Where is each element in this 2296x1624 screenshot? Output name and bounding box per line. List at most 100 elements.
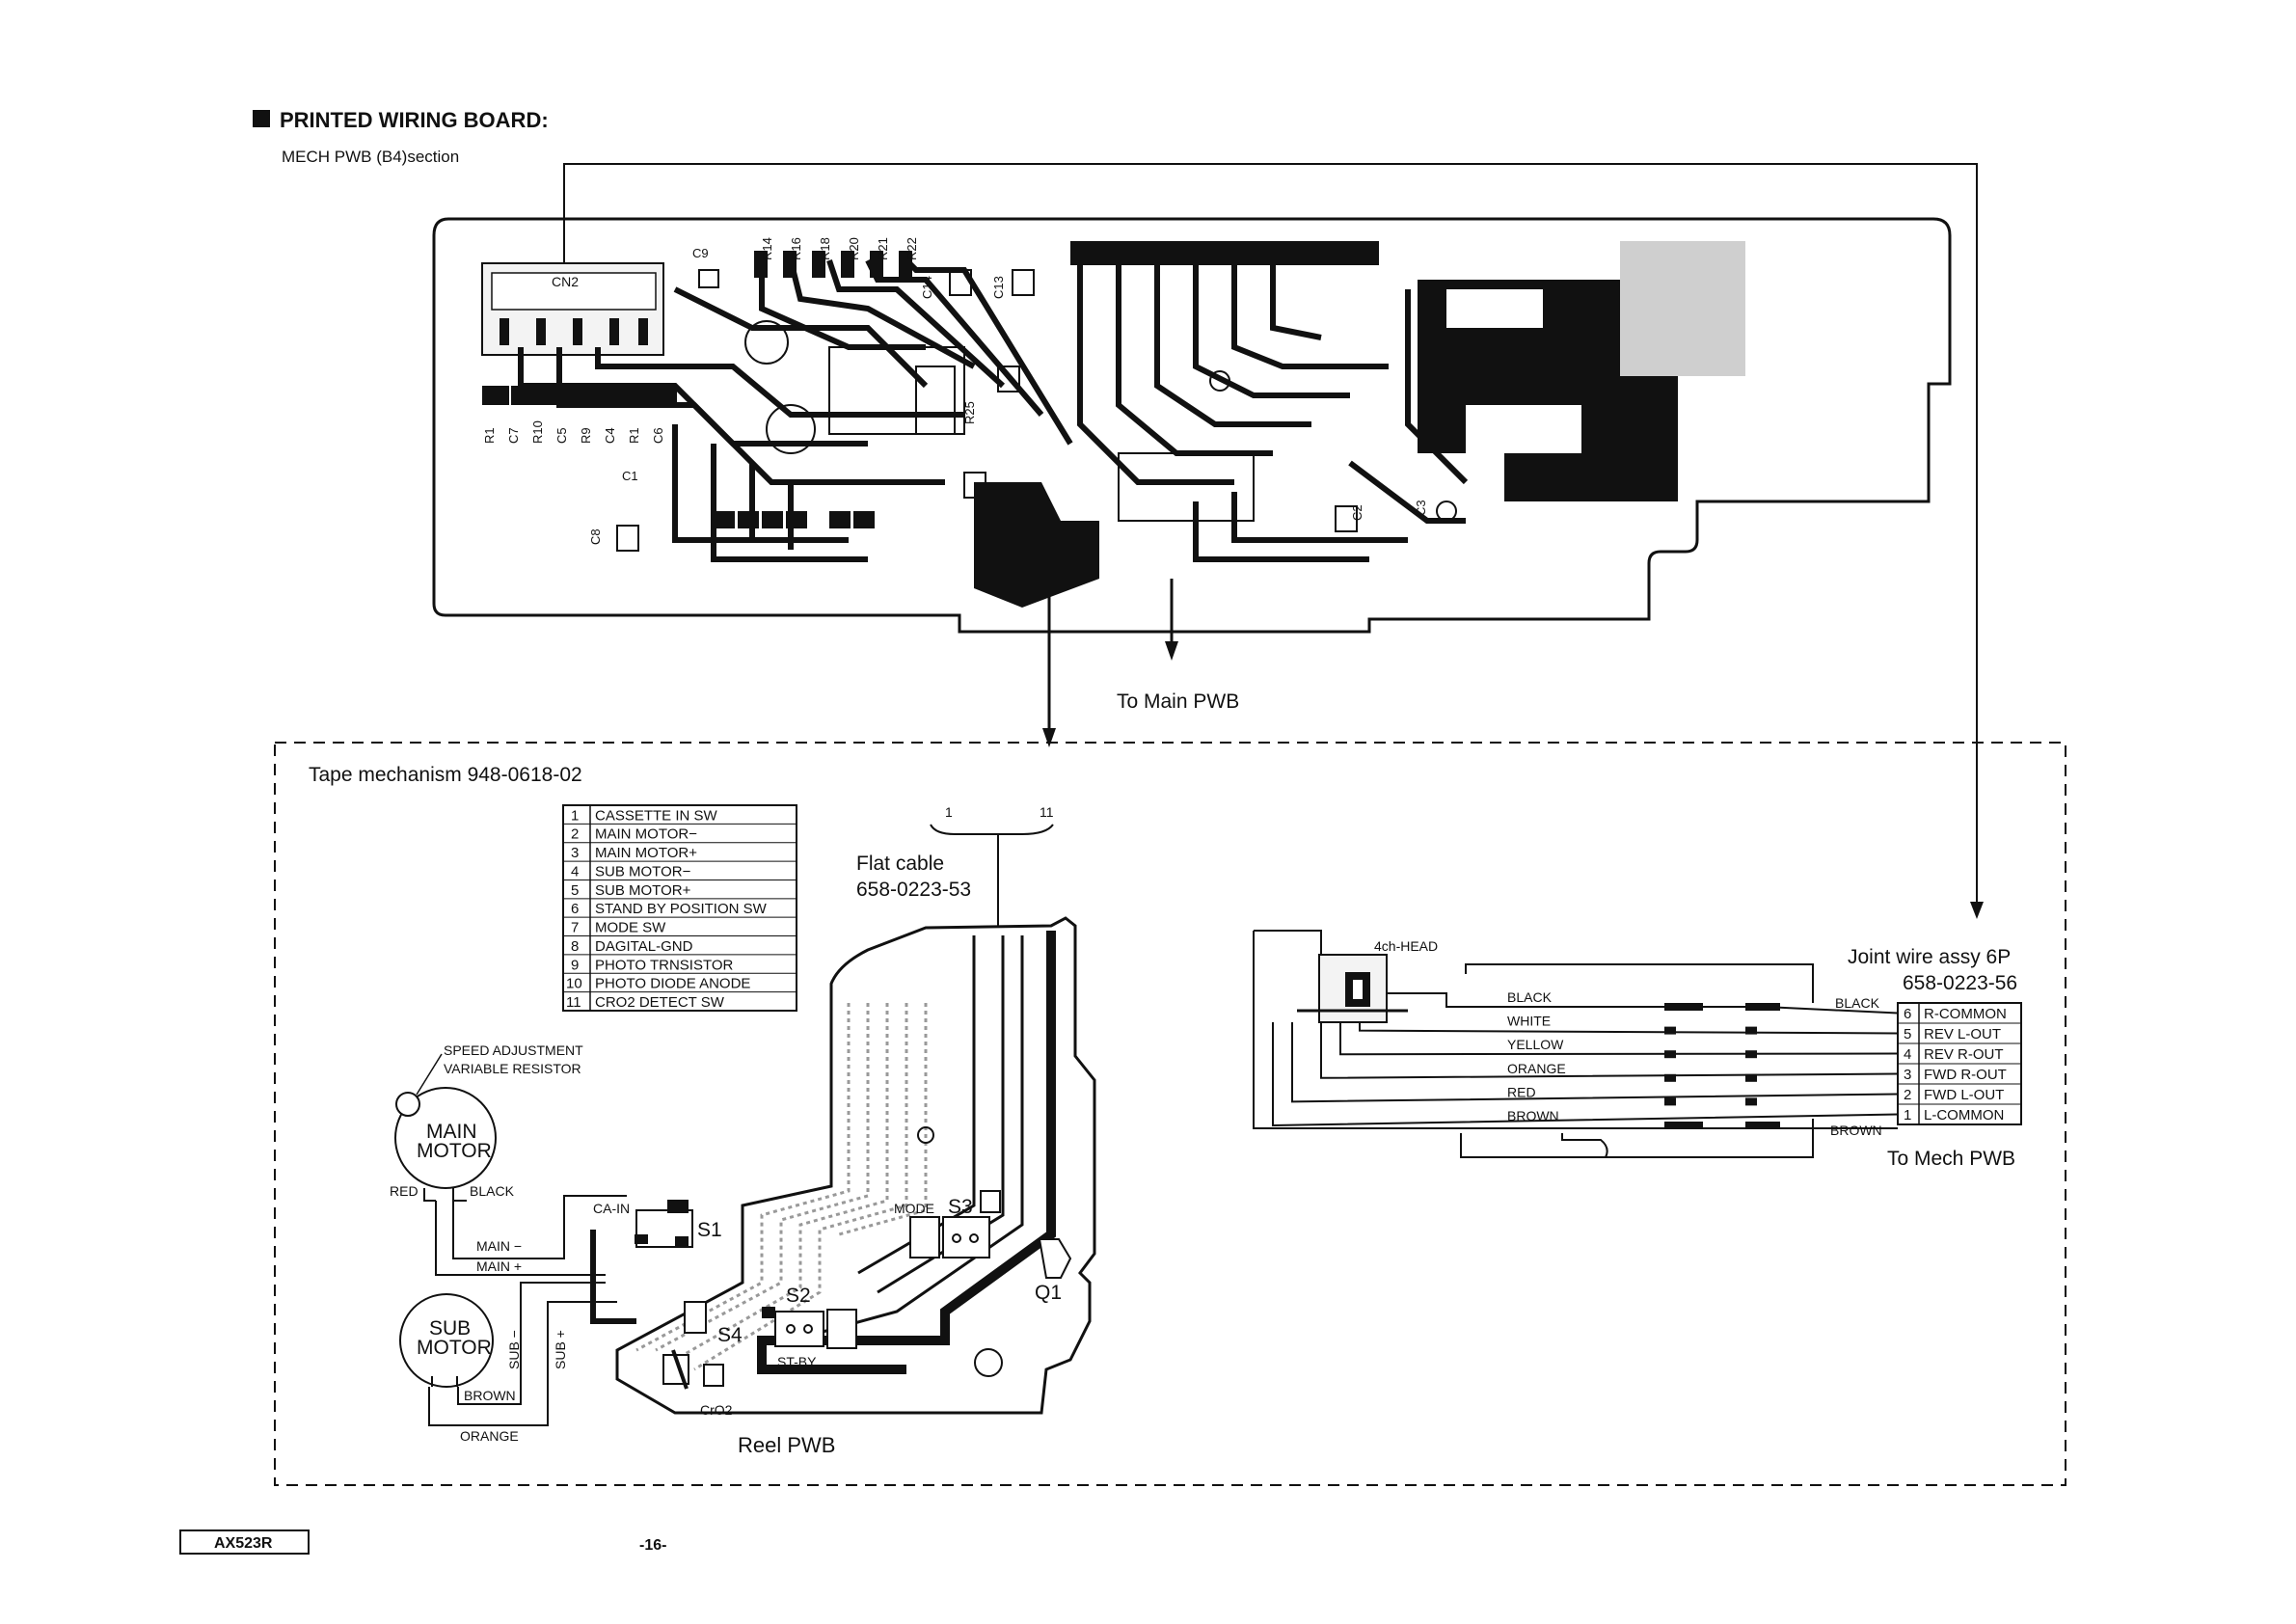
main-motor-wires — [435, 1195, 627, 1276]
ref-r18: R18 — [818, 237, 832, 260]
ref-c7: C7 — [506, 427, 521, 444]
wire-crimp — [1664, 1026, 1676, 1035]
cn2-to-mech-lines — [563, 163, 1984, 919]
title-bullet — [253, 110, 270, 127]
pin-function: CRO2 DETECT SW — [595, 994, 725, 1011]
switch-s2: S2 ST-BY — [762, 1285, 857, 1369]
pin-number: 7 — [571, 920, 579, 936]
pin-function: MODE SW — [595, 920, 666, 936]
pcb-ref-labels: C9 R14 R16 R18 R20 R21 R22 C14 C13 R25 C… — [482, 237, 1428, 545]
head-wire — [1387, 992, 1899, 1015]
joint-pin-number: 5 — [1904, 1026, 1911, 1042]
head-label: 4ch-HEAD — [1374, 938, 1438, 954]
wire-crimp — [1745, 1097, 1757, 1106]
page-number: -16- — [639, 1537, 666, 1554]
joint-pin-number: 2 — [1904, 1087, 1911, 1103]
pin-number: 10 — [566, 976, 582, 992]
s2-label: S2 — [786, 1285, 811, 1307]
head-wire-color-label: RED — [1507, 1084, 1536, 1099]
ref-r25: R25 — [962, 401, 977, 424]
ca-in-label: CA-IN — [593, 1201, 630, 1216]
sub-motor-label-2: MOTOR — [417, 1337, 492, 1359]
head-wire-color-label: BROWN — [1507, 1108, 1559, 1123]
ref-c6: C6 — [651, 427, 665, 444]
main-motor-black: BLACK — [470, 1183, 515, 1199]
pin-function: PHOTO DIODE ANODE — [595, 976, 750, 992]
ref-c13: C13 — [991, 276, 1006, 299]
pin-function: CASSETTE IN SW — [595, 807, 718, 824]
pin-number: 6 — [571, 901, 579, 917]
main-minus-label: MAIN − — [476, 1238, 522, 1254]
main-motor-red: RED — [390, 1183, 419, 1199]
joint-pin-function: REV L-OUT — [1924, 1026, 2001, 1042]
joint-wire-label-2: 658-0223-56 — [1903, 972, 2017, 994]
pin-function: STAND BY POSITION SW — [595, 901, 768, 917]
ref-r14: R14 — [760, 237, 774, 260]
transistor-q1: Q1 — [1035, 1238, 1072, 1304]
ref-r16: R16 — [789, 237, 803, 260]
ref-c9: C9 — [692, 246, 709, 260]
pin-number: 2 — [571, 826, 579, 843]
ref-r21: R21 — [876, 237, 890, 260]
joint-pin-function: R-COMMON — [1924, 1006, 2007, 1022]
s3-label: S3 — [948, 1196, 973, 1218]
joint-pin-number: 4 — [1904, 1046, 1911, 1063]
main-motor-label-1: MAIN — [426, 1121, 477, 1143]
switch-s4: S4 — [684, 1301, 743, 1346]
joint-wire-label-1: Joint wire assy 6P — [1848, 946, 2011, 968]
head-section-frame — [1253, 930, 1898, 1158]
main-motor: MAIN MOTOR SPEED ADJUSTMENT VARIABLE RES… — [390, 1042, 583, 1202]
flat-cable-pin-last: 11 — [1040, 804, 1054, 820]
ref-r10: R10 — [530, 420, 545, 444]
head-wire-color-label: ORANGE — [1507, 1061, 1566, 1076]
ref-c14: C14 — [920, 276, 934, 299]
head-component: 4ch-HEAD — [1297, 938, 1438, 1023]
main-motor-label-2: MOTOR — [417, 1140, 492, 1162]
wire-crimp — [1664, 1097, 1676, 1106]
pin-number: 1 — [571, 807, 579, 824]
switch-s3: MODE S3 — [894, 1190, 1001, 1259]
cn2-label: CN2 — [552, 274, 579, 289]
pin-number: 3 — [571, 845, 579, 861]
reel-pwb-label: Reel PWB — [738, 1433, 835, 1457]
to-main-pwb-label: To Main PWB — [1117, 690, 1239, 713]
page-title: PRINTED WIRING BOARD: — [280, 108, 549, 132]
head-wire — [1359, 1022, 1899, 1035]
wire-crimp — [1745, 1073, 1757, 1082]
sub-motor: SUB MOTOR BROWN ORANGE — [399, 1293, 519, 1444]
pin-function: DAGITAL-GND — [595, 938, 693, 955]
model-box — [179, 1529, 310, 1555]
sub-plus-label: SUB + — [553, 1330, 568, 1369]
ref-r1b: R1 — [627, 427, 641, 444]
joint-pin-function: FWD L-OUT — [1924, 1087, 2004, 1103]
black-tag: BLACK — [1835, 995, 1880, 1011]
pin-function: SUB MOTOR− — [595, 863, 691, 880]
cn2-connector: CN2 — [481, 262, 664, 356]
pin-number: 4 — [571, 863, 579, 880]
q1-label: Q1 — [1035, 1282, 1062, 1304]
pcb-components — [616, 269, 1457, 552]
wire-crimp — [1664, 1073, 1676, 1082]
joint-pin-number: 1 — [1904, 1107, 1911, 1123]
flat-cable: 1 11 Flat cable 658-0223-53 — [856, 804, 1054, 926]
main-pwb-arrows — [1042, 540, 1178, 747]
st-by-label: ST-BY — [777, 1354, 817, 1369]
flat-cable-pin-first: 1 — [945, 804, 953, 820]
flat-cable-label-2: 658-0223-53 — [856, 879, 971, 901]
ref-r1a: R1 — [482, 427, 497, 444]
mode-label: MODE — [894, 1201, 934, 1216]
ref-r22: R22 — [905, 237, 919, 260]
head-wire-color-label: WHITE — [1507, 1014, 1551, 1029]
ref-c1: C1 — [622, 469, 638, 483]
sub-motor-brown: BROWN — [464, 1388, 516, 1403]
sub-motor-orange: ORANGE — [460, 1428, 519, 1444]
speed-adj-label-1: SPEED ADJUSTMENT — [444, 1042, 583, 1058]
head-wire — [1320, 1022, 1899, 1079]
sub-motor-label-1: SUB — [429, 1317, 471, 1340]
ref-r9: R9 — [579, 427, 593, 444]
pcb-resistor-row — [482, 251, 912, 528]
